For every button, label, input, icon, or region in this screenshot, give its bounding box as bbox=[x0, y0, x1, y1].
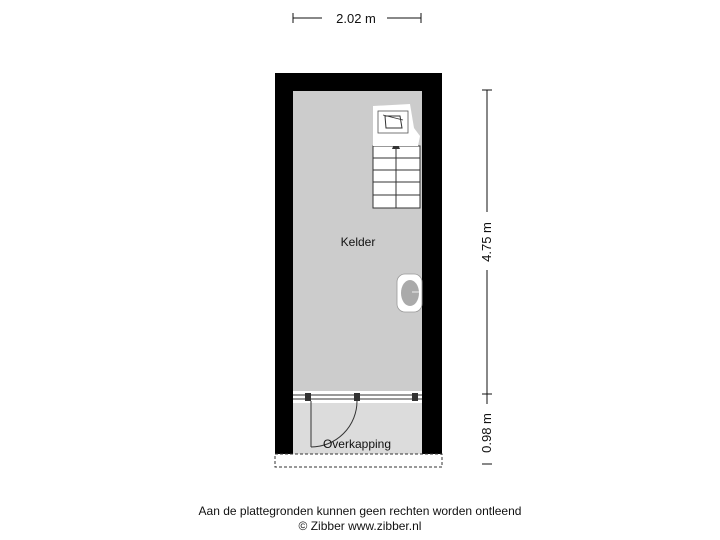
door-swing bbox=[310, 400, 358, 448]
disclaimer-text: Aan de plattegronden kunnen geen rechten… bbox=[198, 504, 522, 518]
height-dimension-main-label: 4.75 m bbox=[479, 222, 494, 262]
copyright-text: © Zibber www.zibber.nl bbox=[298, 519, 422, 533]
meter-cabinet-icon bbox=[373, 104, 420, 146]
room-label-overkapping: Overkapping bbox=[323, 437, 391, 451]
width-dimension-label: 2.02 m bbox=[336, 11, 376, 26]
height-dimension-covered: 0.98 m bbox=[479, 394, 494, 465]
room-label-kelder: Kelder bbox=[341, 235, 376, 249]
covered-area-outline bbox=[274, 453, 443, 468]
covered-area-floor bbox=[293, 403, 422, 454]
right-covered-wall bbox=[422, 394, 442, 454]
staircase bbox=[372, 140, 421, 209]
height-dimension-main: 4.75 m bbox=[479, 89, 494, 395]
glass-wall bbox=[293, 391, 422, 403]
width-dimension: 2.02 m bbox=[292, 11, 422, 26]
height-dimension-covered-label: 0.98 m bbox=[479, 413, 494, 453]
left-covered-wall bbox=[275, 394, 293, 454]
sink-icon bbox=[396, 273, 423, 313]
